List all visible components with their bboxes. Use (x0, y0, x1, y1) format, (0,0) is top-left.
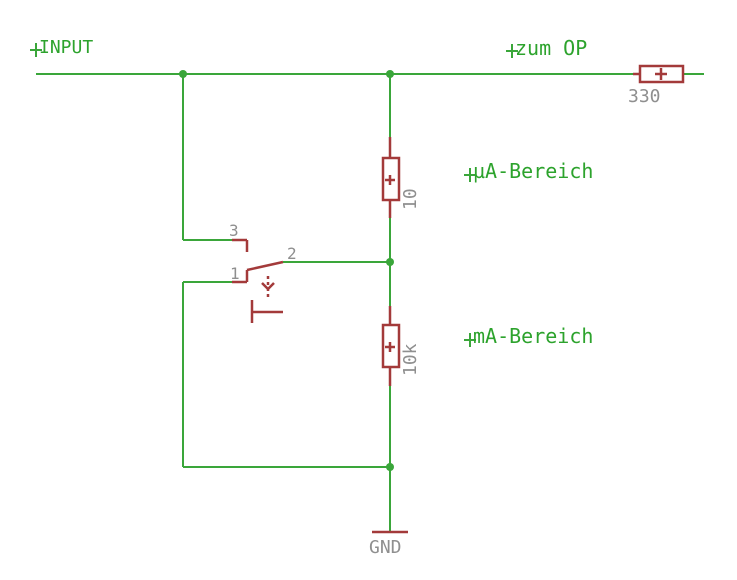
ma-bereich-label: mA-Bereich (473, 324, 593, 348)
input-label: INPUT (39, 37, 93, 58)
zum-op-label: zum OP (515, 36, 587, 60)
junction-dot-left-top (179, 70, 187, 78)
switch-symbol (232, 238, 284, 323)
output-resistor-value: 330 (628, 86, 661, 107)
junction-dot-middle (386, 258, 394, 266)
switch-pin2-label: 2 (287, 244, 297, 263)
switch-pin1-label: 1 (230, 264, 240, 283)
output-resistor (633, 64, 685, 84)
upper-resistor-value: 10 (400, 188, 421, 210)
upper-resistor (381, 137, 401, 218)
junction-dot-bottom (386, 463, 394, 471)
lower-resistor-value: 10k (400, 343, 421, 376)
gnd-label: GND (369, 537, 402, 558)
ua-bereich-label: µA-Bereich (473, 159, 593, 183)
lower-resistor (381, 306, 401, 386)
switch-pin3-label: 3 (229, 221, 239, 240)
junction-dot-mid-top (386, 70, 394, 78)
